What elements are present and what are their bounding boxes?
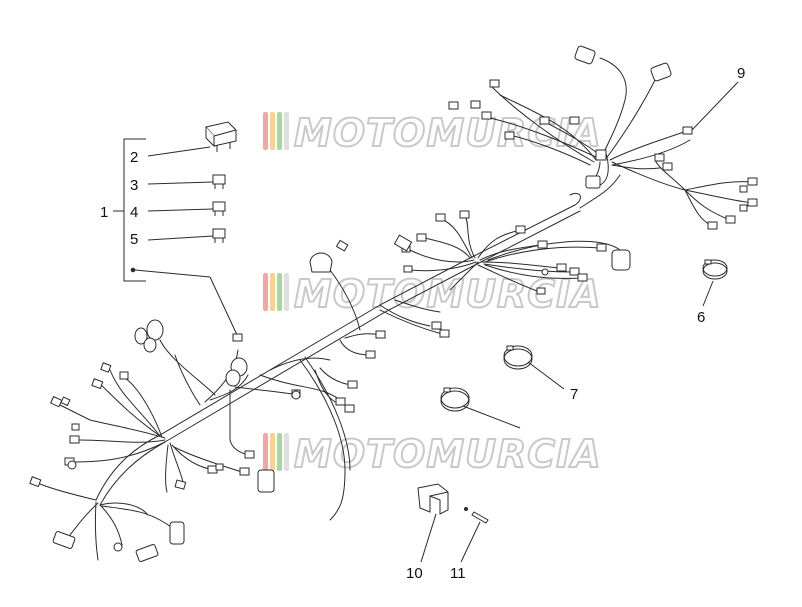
clamp-ring-7b <box>440 387 470 412</box>
watermark-text: MOTOMURCIA <box>294 432 602 476</box>
coil-caps <box>67 252 549 552</box>
screw-11 <box>464 507 489 524</box>
callout-5: 5 <box>130 231 138 248</box>
callout-3: 3 <box>130 177 138 194</box>
watermark-middle: MOTOMURCIA <box>263 271 602 317</box>
clamp-ring-7a <box>503 345 533 370</box>
callout-2: 2 <box>130 149 138 166</box>
watermark-bottom: MOTOMURCIA <box>263 431 602 477</box>
bracket-1 <box>123 138 146 282</box>
bracket-10 <box>417 483 449 515</box>
fuse-large <box>147 121 237 157</box>
bullet-dot <box>130 267 136 273</box>
fuse-mini-3 <box>147 174 226 189</box>
callout-7: 7 <box>570 386 578 403</box>
fuse-mini-4 <box>147 201 226 216</box>
watermark-text: MOTOMURCIA <box>294 111 602 155</box>
fuse-kit-group <box>113 121 239 338</box>
callout-1: 1 <box>100 204 108 221</box>
callout-10: 10 <box>406 565 423 582</box>
callout-9: 9 <box>737 65 745 82</box>
callout-4: 4 <box>130 204 138 221</box>
callout-6: 6 <box>697 309 705 326</box>
connectors <box>29 45 758 562</box>
clamp-ring-6 <box>702 259 728 280</box>
fuse-mini-5 <box>147 228 226 243</box>
watermark-top: MOTOMURCIA <box>263 110 602 156</box>
callout-labels: 1 2 3 4 5 6 7 9 10 11 <box>100 65 745 582</box>
callout-11: 11 <box>450 565 466 582</box>
leader-lines <box>420 81 739 563</box>
